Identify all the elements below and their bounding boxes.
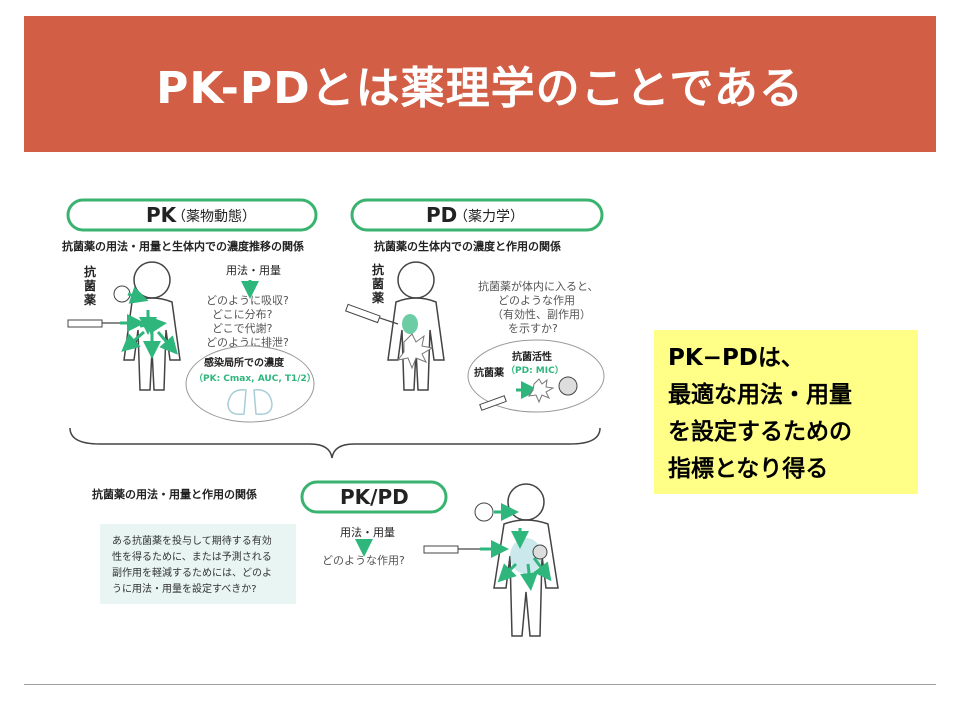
pd-drug-label-2: 菌 (372, 276, 384, 291)
title-bar: PK-PDとは薬理学のことである (24, 16, 936, 152)
pkpd-question-box (100, 524, 296, 604)
pd-small-burst-icon (527, 378, 555, 404)
pk-dosage: 用法・用量 (226, 263, 281, 277)
pkpd-pill (300, 480, 448, 514)
pd-question-4: を示すか? (508, 322, 558, 335)
pk-pill-tablet-icon (113, 285, 131, 303)
pk-question-2: どこに分布? (212, 308, 273, 321)
pd-drug-small: 抗菌薬 (474, 366, 505, 379)
pd-question-2: どのような作用 (498, 294, 575, 307)
pkpd-dosage: 用法・用量 (340, 525, 395, 539)
pk-question-1: どのように吸収? (206, 294, 289, 307)
pd-drug-blob (402, 314, 418, 334)
pkpd-box-line-4: うに用法・用量を設定すべきか? (112, 582, 257, 595)
pd-heading: 抗菌薬の生体内での濃度と作用の関係 (374, 239, 561, 253)
pkpd-question: どのような作用? (322, 554, 405, 567)
callout-line-1: PK−PDは、 (668, 345, 804, 371)
pk-drug-label-2: 菌 (84, 278, 96, 293)
pd-question-1: 抗菌薬が体内に入ると、 (478, 279, 599, 293)
pk-heading: 抗菌薬の用法・用量と生体内での濃度推移の関係 (62, 239, 304, 253)
pkpd-box-line-2: 性を得るために、または予測される (112, 550, 272, 563)
pd-small-syringe-icon (479, 395, 507, 411)
bacteria-icon (558, 376, 578, 396)
pd-activity-title: 抗菌活性 (512, 350, 552, 363)
pk-pill (66, 198, 318, 232)
pkpd-box-line-1: ある抗菌薬を投与して期待する有効 (112, 534, 272, 547)
pk-question-3: どこで代謝? (212, 321, 273, 335)
pd-drug-label-1: 抗 (372, 262, 384, 277)
pkpd-distribution-arrows (480, 503, 552, 591)
pkpd-syringe-icon (423, 545, 480, 554)
pk-distribution-arrows (120, 286, 178, 359)
pd-activity-params: （PD: MIC） (506, 365, 564, 376)
pk-site-ellipse (185, 345, 315, 423)
pk-question-4: どのように排泄? (206, 335, 289, 349)
pd-question-3: （有効性、副作用） (492, 307, 591, 321)
pk-site-params: （PK: Cmax, AUC, T1/2） (194, 373, 316, 384)
callout-line-4: 指標となり得る (668, 456, 829, 482)
pd-burst-icon (396, 333, 434, 370)
pk-pd-figure: PK （薬物動態） 抗菌薬の用法・用量と生体内での濃度推移の関係 抗 菌 薬 用… (60, 190, 620, 650)
pkpd-bacteria-icon (532, 544, 548, 560)
callout-line-2: 最適な用法・用量 (668, 382, 852, 408)
pd-sub: （薬力学） (454, 209, 524, 225)
pd-pill (350, 198, 604, 232)
brace-connector (69, 427, 601, 459)
lungs-icon (227, 389, 273, 416)
pk-pd-diagram: PK （薬物動態） 抗菌薬の用法・用量と生体内での濃度推移の関係 抗 菌 薬 用… (62, 198, 605, 637)
pkpd-box-line-3: 副作用を軽減するためには、どのよ (112, 566, 272, 579)
callout-box: PK−PDは、 最適な用法・用量 を設定するための 指標となり得る (654, 330, 918, 494)
footer-divider (24, 684, 936, 685)
pd-human-figure (387, 261, 445, 391)
pk-sub: （薬物動態） (172, 209, 256, 225)
slide-title: PK-PDとは薬理学のことである (156, 63, 804, 114)
pkpd-pill-tablet-icon (474, 502, 494, 522)
pk-drug-label-3: 薬 (84, 292, 96, 307)
pd-drug-label-3: 薬 (372, 290, 384, 305)
pkpd-label: PK/PD (340, 485, 409, 509)
pk-drug-label-1: 抗 (84, 264, 96, 279)
callout-line-3: を設定するための (668, 419, 852, 445)
pd-syringe-icon (345, 303, 399, 325)
pd-label: PD (426, 203, 457, 227)
pk-label: PK (146, 203, 178, 227)
pk-syringe-icon (67, 319, 120, 328)
pk-site-title: 感染局所での濃度 (204, 356, 285, 369)
pkpd-heading: 抗菌薬の用法・用量と作用の関係 (92, 487, 257, 501)
